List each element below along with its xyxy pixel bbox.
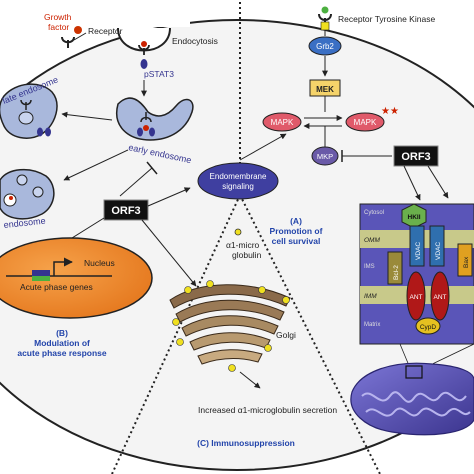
mapk-left-node <box>262 112 302 132</box>
pit-receptor-icon <box>138 44 150 55</box>
nucleus <box>0 237 153 319</box>
mitochondrion <box>350 362 474 436</box>
growth-factor-label-2: factor <box>48 22 69 32</box>
ant-1 <box>406 271 426 321</box>
endocytosis-label: Endocytosis <box>172 36 218 46</box>
vdac-1 <box>409 225 425 267</box>
promoter-element <box>32 270 50 276</box>
alpha-globulin-label-1: α1-micro <box>226 240 260 250</box>
growth-factor-label-1: Growth <box>44 12 72 22</box>
orf3-left-label: ORF3 <box>111 205 140 217</box>
cypd-node <box>415 317 441 335</box>
section-a-line-1: (A) <box>290 216 302 226</box>
cypd-label: CypD <box>420 324 437 331</box>
bcl2-label: Bcl-2 <box>393 265 400 280</box>
matrix-label: Matrix <box>364 322 380 328</box>
alpha-globulin-dot <box>234 228 242 236</box>
arrow-orf3-to-mito <box>403 165 421 201</box>
pstat3-label: pSTAT3 <box>144 69 174 79</box>
hkii-label: HKII <box>408 214 421 221</box>
receptor-label: Receptor <box>88 26 123 36</box>
section-b-line-2: Modulation of <box>34 338 90 348</box>
ant-2-label: ANT <box>434 294 447 301</box>
section-c-label: (C) Immunosuppression <box>197 438 295 448</box>
divider-right <box>239 194 381 474</box>
arrow-orf3-to-endomem <box>147 187 191 207</box>
section-a-line-3: cell survival <box>272 236 321 246</box>
mapk-left-label: MAPK <box>271 118 294 127</box>
nucleus-label: Nucleus <box>84 258 115 268</box>
section-b-line-3: acute phase response <box>17 348 107 358</box>
endomembrane-label-2: signaling <box>222 182 254 191</box>
arrow-to-lower-endosome <box>63 149 129 181</box>
arrow-orf3-to-golgi <box>141 219 197 287</box>
imm-label: IMM <box>364 293 377 300</box>
mitochondria-panel: Cytosol OMM IMS IMM Matrix HKII VDAC VDA… <box>359 203 474 345</box>
endomembrane-signaling <box>197 162 279 200</box>
golgi-label: Golgi <box>276 330 296 340</box>
mapk-right-label: MAPK <box>354 118 377 127</box>
ims-label: IMS <box>364 264 375 270</box>
bcl2-node <box>387 251 403 285</box>
grb2-label: Grb2 <box>316 42 334 51</box>
bax-node <box>457 243 473 277</box>
arrow-secretion <box>239 371 261 389</box>
mapk-right-node <box>345 112 385 132</box>
phospho-star-icon: ★★ <box>381 106 399 117</box>
growth-factor-dot <box>74 26 82 34</box>
endosome-label: endosome <box>3 216 46 230</box>
grb2-node <box>308 36 342 56</box>
orf3-right-label: ORF3 <box>401 151 430 163</box>
rtk-label: Receptor Tyrosine Kinase <box>338 14 435 24</box>
ant-2 <box>430 271 450 321</box>
cytosol-label: Cytosol <box>364 210 384 216</box>
omm-label: OMM <box>364 237 380 244</box>
section-b-line-1: (B) <box>56 328 68 338</box>
ant-1-label: ANT <box>410 294 423 301</box>
orf3-left-box <box>103 199 149 221</box>
inhibit-endosome-line <box>119 167 153 197</box>
mek-label: MEK <box>316 85 334 94</box>
multivesicular-endosome <box>0 168 55 220</box>
early-endosome <box>116 97 194 141</box>
arrow-early-to-late <box>61 111 113 121</box>
mkp-label: MKP <box>317 152 333 161</box>
vdac-1-label: VDAC <box>415 242 422 260</box>
vdac-2-label: VDAC <box>435 242 442 260</box>
receptor-icon <box>61 36 75 48</box>
vdac-2 <box>429 225 445 267</box>
arrow-to-endomem <box>239 133 287 161</box>
cell-membrane <box>0 19 474 471</box>
bax-label: Bax <box>463 256 470 268</box>
alpha-globulin-label-2: globulin <box>232 250 262 260</box>
pstat3-icon <box>140 59 148 69</box>
secretion-label: Increased α1-microglobulin secretion <box>198 405 337 415</box>
section-a-line-2: Promotion of <box>270 226 323 236</box>
orf3-right-box <box>393 145 439 167</box>
endomembrane-label-1: Endomembrane <box>210 172 267 181</box>
acute-phase-genes-label: Acute phase genes <box>20 282 93 292</box>
divider-left <box>111 194 241 474</box>
mkp-node <box>311 146 339 166</box>
transcription-arrow-icon <box>53 257 73 276</box>
